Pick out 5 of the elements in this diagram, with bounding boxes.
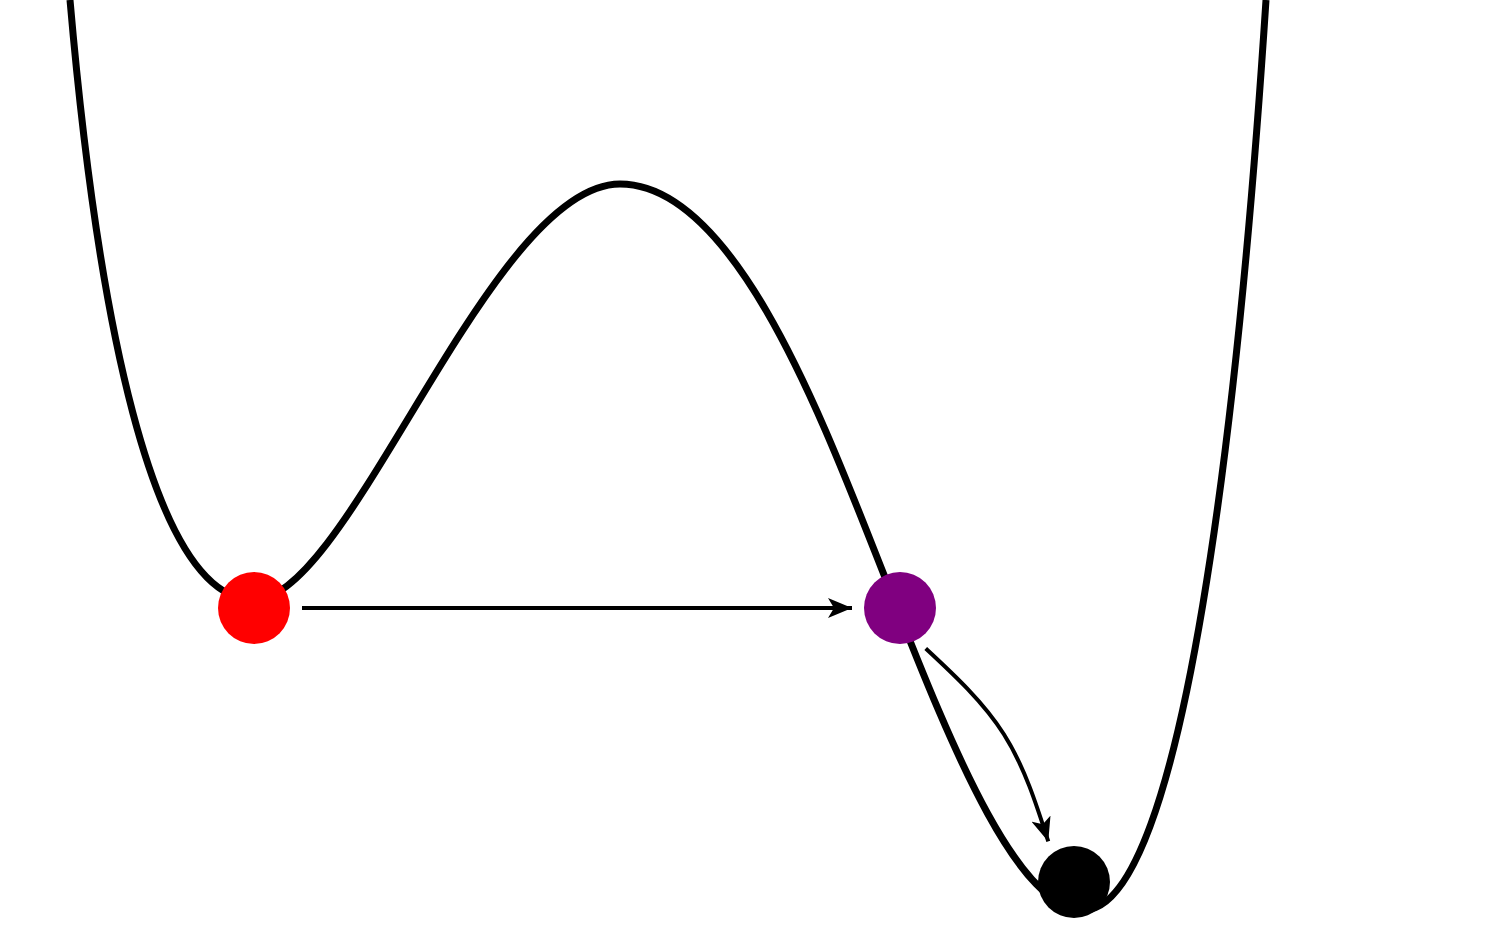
arrow [924, 647, 1051, 843]
ball [1038, 846, 1110, 918]
arrow [302, 598, 852, 618]
ball [218, 572, 290, 644]
ball [864, 572, 936, 644]
